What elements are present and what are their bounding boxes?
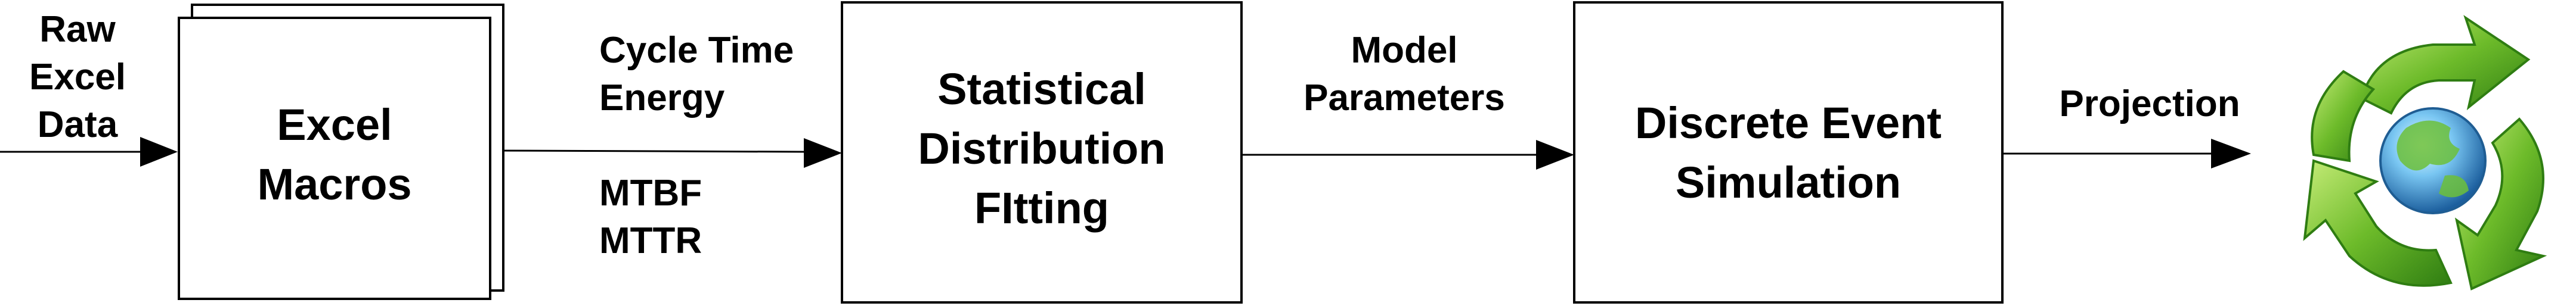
discrete-event-simulation-box	[1573, 1, 2004, 304]
globe-land	[2439, 175, 2469, 198]
discrete-event-simulation-node: Discrete Event Simulation	[1573, 1, 2004, 304]
arrow-head	[2211, 139, 2251, 168]
fitting-to-simulation-labels: Model Parameters	[1304, 30, 1505, 118]
simulation-line-1: Discrete Event	[1635, 98, 1942, 148]
arrow-shaft	[503, 149, 806, 153]
arrow-input-to-macros	[0, 137, 178, 167]
energy-label: Energy	[599, 77, 725, 118]
macros-to-fitting-labels: Cycle Time Energy MTBF MTTR	[599, 30, 794, 261]
fitting-line-1: Statistical	[937, 64, 1146, 114]
recycle-arrow-right	[2454, 117, 2547, 291]
arrow-fitting-to-simulation	[1241, 140, 1574, 170]
excel-macros-line-2: Macros	[257, 160, 411, 209]
fitting-line-2: Distribution	[918, 124, 1165, 173]
simulation-line-2: Simulation	[1676, 158, 1901, 207]
parameters-label: Parameters	[1304, 77, 1505, 118]
fitting-line-3: FItting	[974, 183, 1109, 233]
projection-label: Projection	[2059, 83, 2240, 124]
excel-macros-node: Excel Macros	[178, 4, 504, 300]
statistical-distribution-fitting-box	[841, 1, 1243, 304]
mtbf-label: MTBF	[599, 173, 702, 214]
arrow-head	[804, 138, 842, 168]
arrow-head	[1536, 140, 1574, 170]
arrow-simulation-to-output	[2002, 139, 2251, 168]
model-label: Model	[1351, 30, 1457, 71]
arrow-head	[140, 137, 178, 167]
mttr-label: MTTR	[599, 220, 702, 261]
raw-excel-data-label: Raw Excel Data	[29, 9, 126, 145]
recycle-arrow-top	[2360, 15, 2531, 115]
arrow-macros-to-fitting	[503, 138, 842, 168]
globe-land	[2397, 120, 2460, 171]
raw-label-line-1: Raw	[39, 9, 116, 50]
raw-label-line-2: Excel	[29, 57, 126, 98]
recycle-arrow-left	[2303, 70, 2453, 287]
recycling-globe-icon	[2303, 15, 2547, 291]
cycle-time-label: Cycle Time	[599, 30, 794, 71]
raw-label-line-3: Data	[38, 104, 118, 145]
excel-macros-line-1: Excel	[277, 100, 392, 149]
excel-macros-box	[178, 17, 491, 300]
statistical-distribution-fitting-node: Statistical Distribution FItting	[841, 1, 1243, 304]
